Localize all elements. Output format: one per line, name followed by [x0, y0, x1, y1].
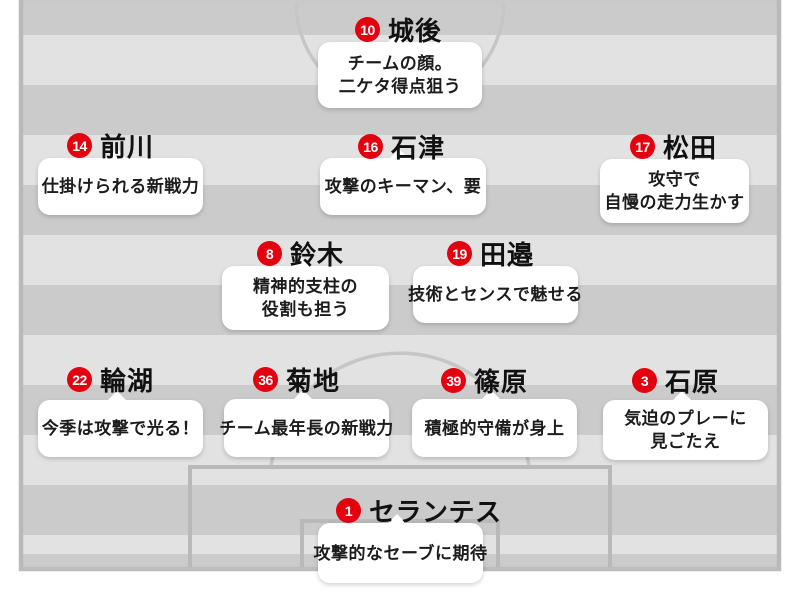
- bubble-comment-line: 攻撃的なセーブに期待: [313, 543, 488, 563]
- comment-bubble-cerantes: 攻撃的なセーブに期待: [314, 514, 487, 583]
- bubble-comment-line: 仕掛けられる新戦力: [41, 177, 200, 196]
- bubble-comment-line: 積極的守備が身上: [424, 418, 565, 438]
- bubble-pointer-icon: [108, 391, 126, 400]
- bubble-pointer-icon: [388, 514, 406, 523]
- bubble-comment-line: 攻守で: [648, 170, 701, 189]
- comment-bubble-wako: 今季は攻撃で光る！: [38, 391, 203, 457]
- bubble-pointer-icon: [388, 33, 406, 42]
- player-number-badge: 19: [447, 241, 472, 266]
- player-number-badge: 1: [336, 498, 361, 523]
- comment-bubble-ishihara: 気迫のプレーに 見ごたえ: [603, 391, 768, 460]
- penalty-box: [188, 465, 612, 569]
- comment-bubble-suzuki: 精神的支柱の 役割も担う: [222, 257, 389, 330]
- bubble-pointer-icon: [108, 149, 126, 158]
- player-name: 城後: [388, 16, 443, 46]
- bubble-comment-line: 見ごたえ: [650, 432, 721, 451]
- bubble-pointer-icon: [483, 257, 501, 266]
- player-marker-3-ishihara[interactable]: 3 石原: [632, 362, 719, 399]
- player-number-badge: 22: [67, 367, 92, 392]
- bubble-pointer-icon: [390, 149, 408, 158]
- player-name: セランテス: [369, 497, 502, 527]
- bubble-comment-line: 今季は攻撃で光る！: [41, 419, 200, 438]
- bubble-pointer-icon: [670, 150, 688, 159]
- bubble-comment-line: チーム最年長の新戦力: [219, 418, 394, 438]
- player-name: 前川: [100, 132, 155, 162]
- bubble-comment-line: 精神的支柱の: [253, 277, 358, 296]
- player-marker-39-shinohara[interactable]: 39 篠原: [441, 362, 528, 399]
- comment-bubble-tanabe: 技術とセンスで魅せる: [408, 257, 582, 323]
- comment-bubble-ishizu: 攻撃のキーマン、要: [320, 149, 486, 215]
- bubble-pointer-icon: [294, 390, 312, 399]
- player-number-badge: 14: [67, 133, 92, 158]
- player-number-badge: 3: [632, 368, 657, 393]
- bubble-comment-line: 二ケタ得点狙う: [338, 77, 462, 96]
- player-name: 輪湖: [100, 366, 155, 396]
- player-marker-17-matsuda[interactable]: 17 松田: [630, 128, 717, 165]
- comment-bubble-maekawa: 仕掛けられる新戦力: [38, 149, 203, 215]
- player-number-badge: 10: [355, 17, 380, 42]
- bubble-pointer-icon: [292, 257, 310, 266]
- player-marker-16-ishizu[interactable]: 16 石津: [358, 128, 445, 165]
- player-number-badge: 16: [358, 134, 383, 159]
- player-marker-14-maekawa[interactable]: 14 前川: [67, 127, 154, 164]
- player-name: 田邉: [480, 240, 535, 270]
- player-name: 菊地: [286, 366, 341, 396]
- player-marker-1-cerantes[interactable]: 1 セランテス: [336, 492, 502, 529]
- bubble-pointer-icon: [482, 390, 500, 399]
- player-marker-19-tanabe[interactable]: 19 田邉: [447, 235, 534, 272]
- bubble-comment-line: 攻撃のキーマン、要: [324, 177, 482, 196]
- player-number-badge: 36: [253, 367, 278, 392]
- bubble-pointer-icon: [673, 391, 691, 400]
- player-marker-22-wako[interactable]: 22 輪湖: [67, 361, 154, 398]
- player-name: 石津: [391, 133, 446, 163]
- player-marker-36-kikuchi[interactable]: 36 菊地: [253, 361, 340, 398]
- comment-bubble-shinohara: 積極的守備が身上: [412, 390, 577, 457]
- player-name: 篠原: [474, 367, 529, 397]
- bubble-comment-line: 気迫のプレーに: [624, 409, 747, 428]
- comment-bubble-jogo: チームの顔。 二ケタ得点狙う: [318, 33, 482, 108]
- player-marker-10-jogo[interactable]: 10 城後: [355, 11, 442, 48]
- player-name: 鈴木: [290, 240, 345, 270]
- bubble-comment-line: 技術とセンスで魅せる: [408, 285, 583, 304]
- player-name: 石原: [665, 367, 720, 397]
- comment-bubble-matsuda: 攻守で 自慢の走力生かす: [600, 150, 749, 223]
- player-number-badge: 39: [441, 368, 466, 393]
- player-number-badge: 17: [630, 134, 655, 159]
- player-number-badge: 8: [257, 241, 282, 266]
- player-name: 松田: [663, 133, 718, 163]
- player-marker-8-suzuki[interactable]: 8 鈴木: [257, 235, 344, 272]
- comment-bubble-kikuchi: チーム最年長の新戦力: [219, 390, 393, 457]
- bubble-comment-line: チームの顔。: [347, 54, 453, 73]
- bubble-comment-line: 役割も担う: [261, 300, 350, 319]
- bubble-comment-line: 自慢の走力生かす: [604, 193, 745, 212]
